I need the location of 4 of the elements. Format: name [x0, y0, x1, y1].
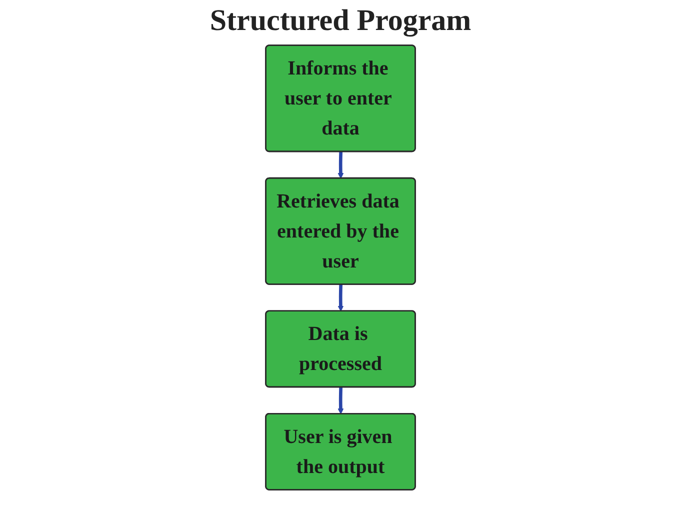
arrow — [338, 284, 344, 312]
arrow — [338, 387, 344, 414]
arrow — [338, 152, 344, 179]
diagram-title: Structured Program — [208, 4, 472, 38]
